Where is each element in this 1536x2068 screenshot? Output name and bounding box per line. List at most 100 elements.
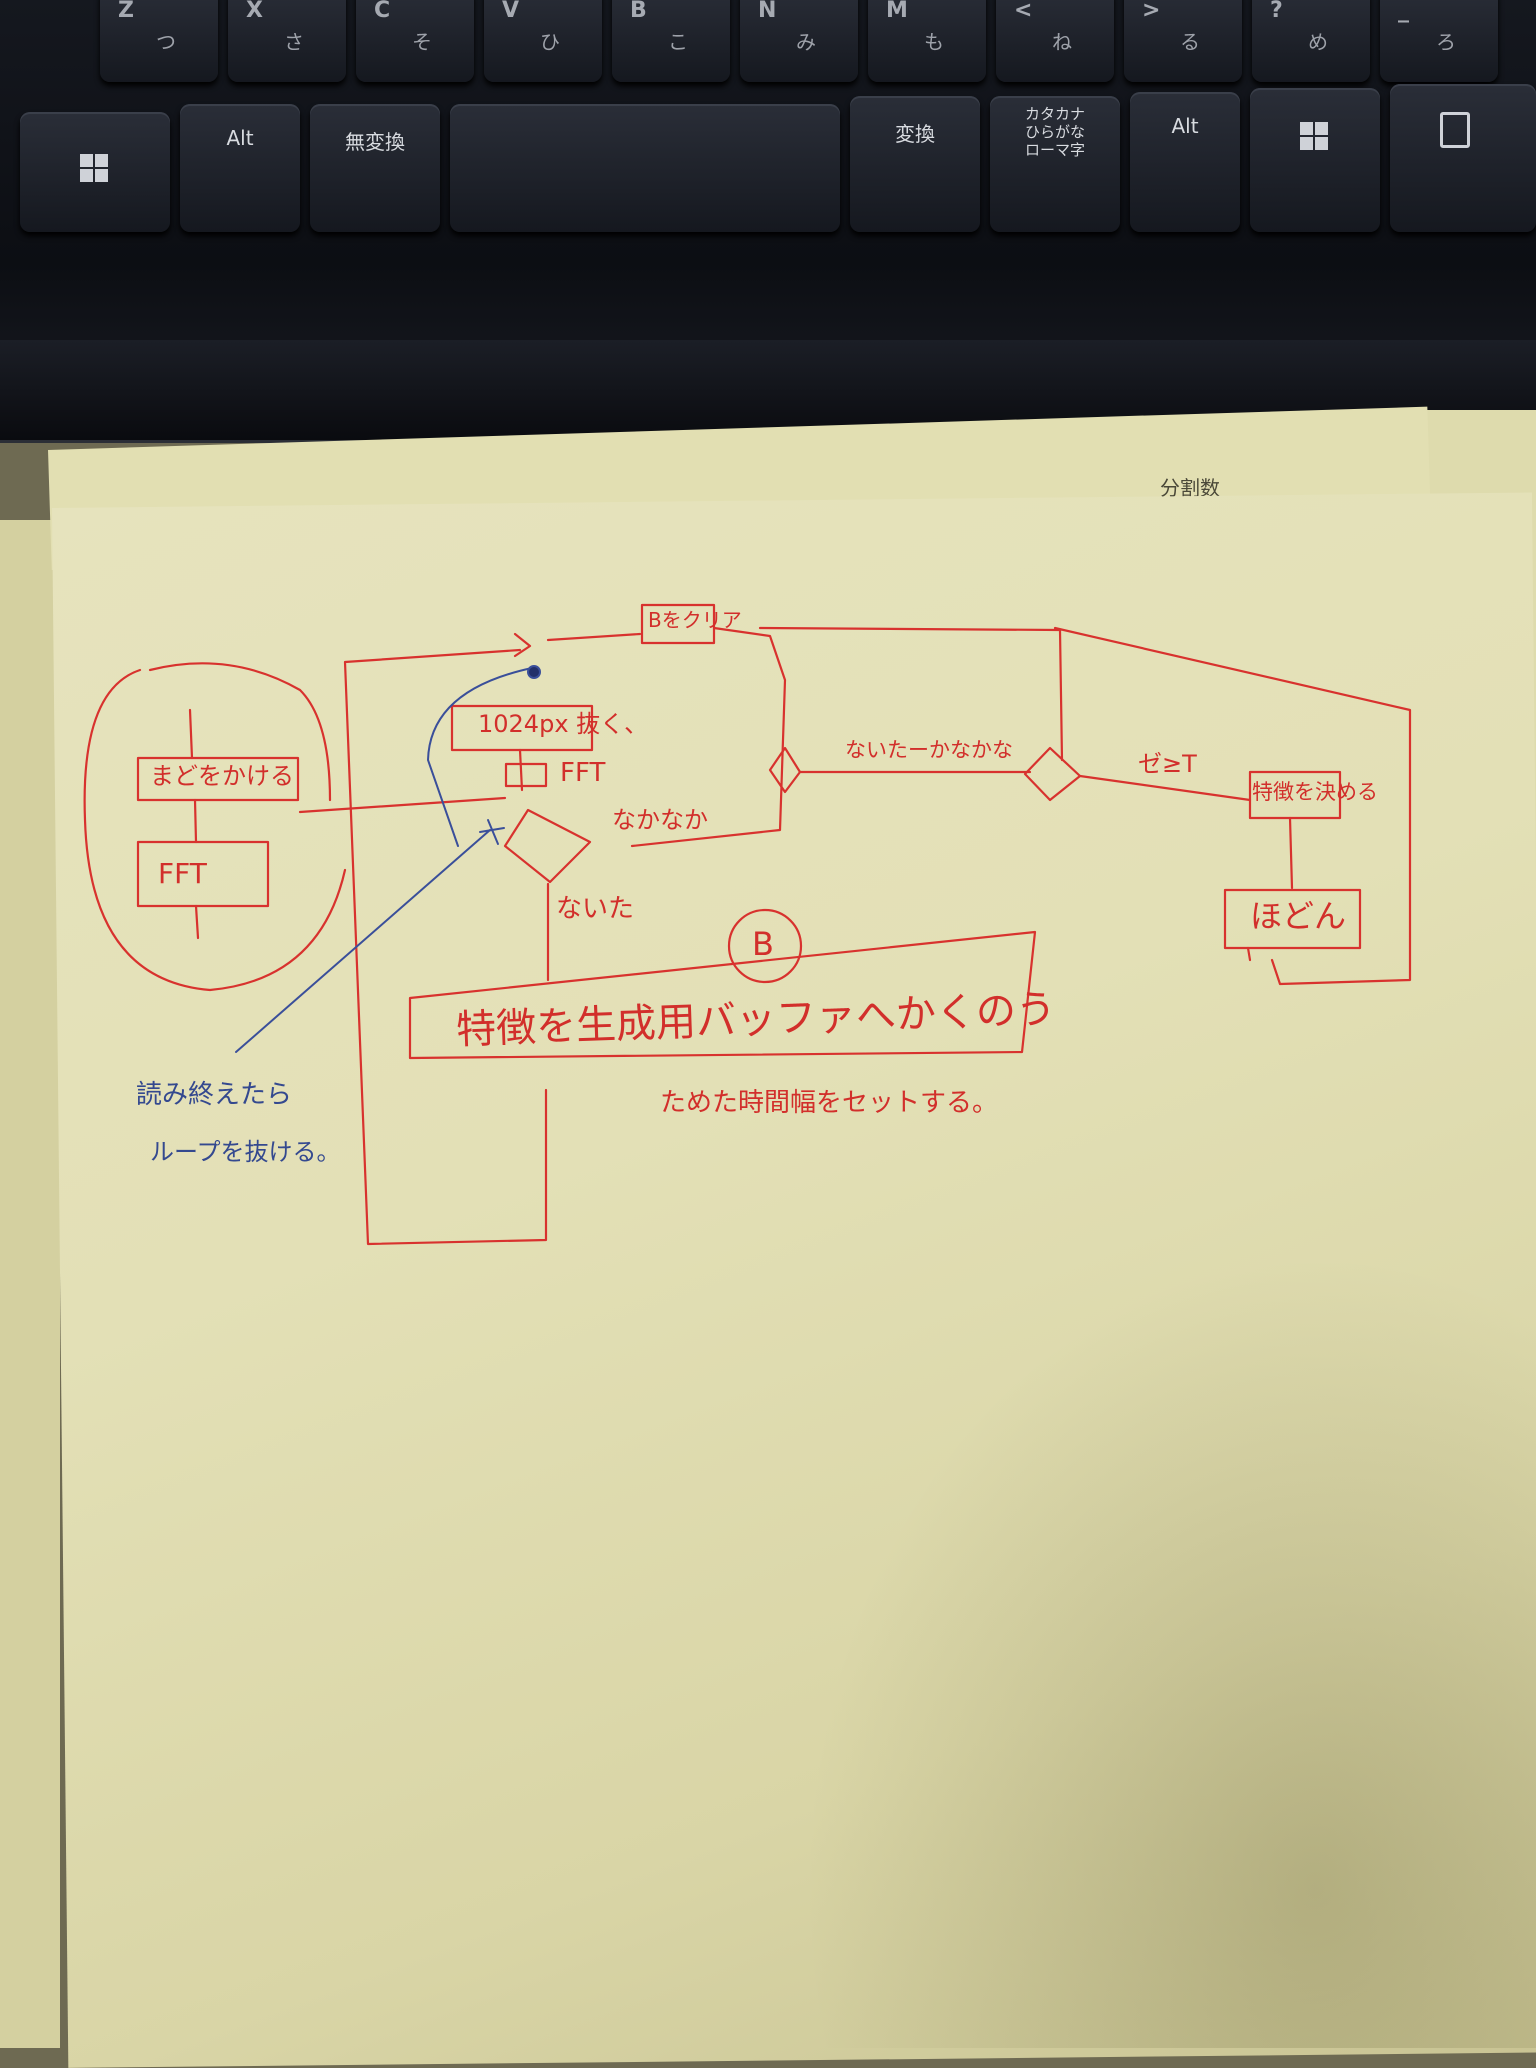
right-decision-diamond-2 xyxy=(1023,746,1082,802)
letter-key-kana: こ xyxy=(668,30,688,54)
letter-key-kana: そ xyxy=(412,30,432,54)
left-to-main xyxy=(298,796,507,814)
alt-left-label: Alt xyxy=(226,126,254,150)
menu-icon xyxy=(1440,112,1470,148)
letter-key[interactable]: <ね xyxy=(996,0,1114,82)
menu-key[interactable] xyxy=(1390,84,1536,232)
left-fft-box xyxy=(136,840,270,908)
henkan-label: 変換 xyxy=(895,122,935,146)
top-long-line xyxy=(758,626,1412,986)
kana-key-romaji: ローマ字 xyxy=(1024,141,1085,159)
letter-key-letter: Z xyxy=(118,0,134,23)
letter-key-kana: め xyxy=(1308,30,1328,54)
left-line-bottom xyxy=(194,904,200,940)
back-paper-left xyxy=(0,520,60,2048)
muhenkan-key[interactable]: 無変換 xyxy=(310,104,440,232)
loop-decision-diamond xyxy=(503,808,592,884)
threshold-label: ゼ≥T xyxy=(1138,750,1197,778)
letter-key[interactable]: >る xyxy=(1124,0,1242,82)
letter-key-letter: B xyxy=(630,0,647,23)
alt-left-key[interactable]: Alt xyxy=(180,104,300,232)
hodon-tail xyxy=(1246,946,1252,962)
b-circle xyxy=(727,908,803,984)
letter-key-kana: み xyxy=(796,30,816,54)
windows-key-right[interactable] xyxy=(1250,88,1380,232)
space-bar[interactable] xyxy=(450,104,840,232)
hodon-label: ほどん xyxy=(1250,897,1347,935)
letter-key-letter: _ xyxy=(1398,0,1409,23)
window-apply-box xyxy=(136,756,300,802)
kana-key[interactable]: カタカナ ひらがな ローマ字 xyxy=(990,96,1120,232)
letter-key-letter: N xyxy=(758,0,777,23)
right-decision-diamond-1 xyxy=(768,746,802,794)
left-line-mid xyxy=(193,798,198,844)
outer-loop-frame xyxy=(343,648,548,1246)
left-line-top xyxy=(188,708,194,760)
letter-key-letter: V xyxy=(502,0,520,23)
windows-logo-icon xyxy=(80,154,110,184)
hodon-box xyxy=(1223,888,1362,950)
paper-shadow xyxy=(800,1250,1536,2048)
branch-label: ないた xyxy=(556,894,635,924)
to-feature-box xyxy=(1078,774,1252,802)
letter-key-letter: ? xyxy=(1270,0,1283,23)
letter-key[interactable]: ?め xyxy=(1252,0,1370,82)
window-apply-label: まどをかける xyxy=(150,762,294,790)
letter-key-letter: X xyxy=(246,0,263,23)
blue-cross xyxy=(479,819,505,845)
letter-key-kana: る xyxy=(1180,30,1200,54)
feature-decide-box xyxy=(1248,770,1342,820)
alt-right-key[interactable]: Alt xyxy=(1130,92,1240,232)
fft-label: FFT xyxy=(560,758,606,788)
letter-key-kana: も xyxy=(924,30,944,54)
right-decision-label: ないたーかなかな xyxy=(845,738,1013,762)
windows-logo-icon xyxy=(1300,122,1330,152)
letter-key[interactable]: _ろ xyxy=(1380,0,1498,82)
time-width-note: ためた時間幅をセットする。 xyxy=(660,1088,999,1118)
alt-right-label: Alt xyxy=(1171,114,1199,138)
letter-key-letter: C xyxy=(374,0,391,23)
left-fft-label: FFT xyxy=(158,857,207,890)
kana-key-katakana: カタカナ xyxy=(1024,105,1085,123)
clear-b-box xyxy=(640,603,716,645)
feature-decide-label: 特徴を決める xyxy=(1252,780,1378,804)
blue-note-line-2: ループを抜ける。 xyxy=(150,1138,341,1166)
kana-key-hiragana: ひらがな xyxy=(1024,123,1085,141)
blue-dot xyxy=(527,665,541,679)
top-loop-right xyxy=(630,626,787,848)
read-1024-box xyxy=(450,704,594,752)
feature-to-next xyxy=(1288,816,1294,890)
muhenkan-label: 無変換 xyxy=(345,130,405,154)
letter-key-kana: さ xyxy=(284,30,304,54)
loop-label: なかなか xyxy=(612,806,708,834)
read-1024-label: 1024px 抜く、 xyxy=(478,710,649,738)
blue-loop-arrow xyxy=(426,667,533,847)
loop-back-arrow xyxy=(513,632,642,658)
b-circle-label: B xyxy=(752,925,774,963)
windows-key-left[interactable] xyxy=(20,112,170,232)
letter-key-kana: ろ xyxy=(1436,30,1456,54)
letter-key-kana: つ xyxy=(156,30,176,54)
letter-key-letter: < xyxy=(1014,0,1033,23)
letter-key-kana: ひ xyxy=(540,30,560,54)
letter-key-kana: ね xyxy=(1052,30,1072,54)
read-to-fft xyxy=(518,748,524,792)
letter-key-letter: M xyxy=(886,0,908,23)
blue-pointer-line xyxy=(235,829,491,1053)
buffer-store-box xyxy=(408,930,1037,1060)
left-group-loop xyxy=(83,662,347,992)
blue-note-line-1: 読み終えたら xyxy=(136,1080,293,1110)
clear-b-label: Bをクリア xyxy=(648,608,742,632)
fft-small-box xyxy=(504,762,548,788)
henkan-key[interactable]: 変換 xyxy=(850,96,980,232)
